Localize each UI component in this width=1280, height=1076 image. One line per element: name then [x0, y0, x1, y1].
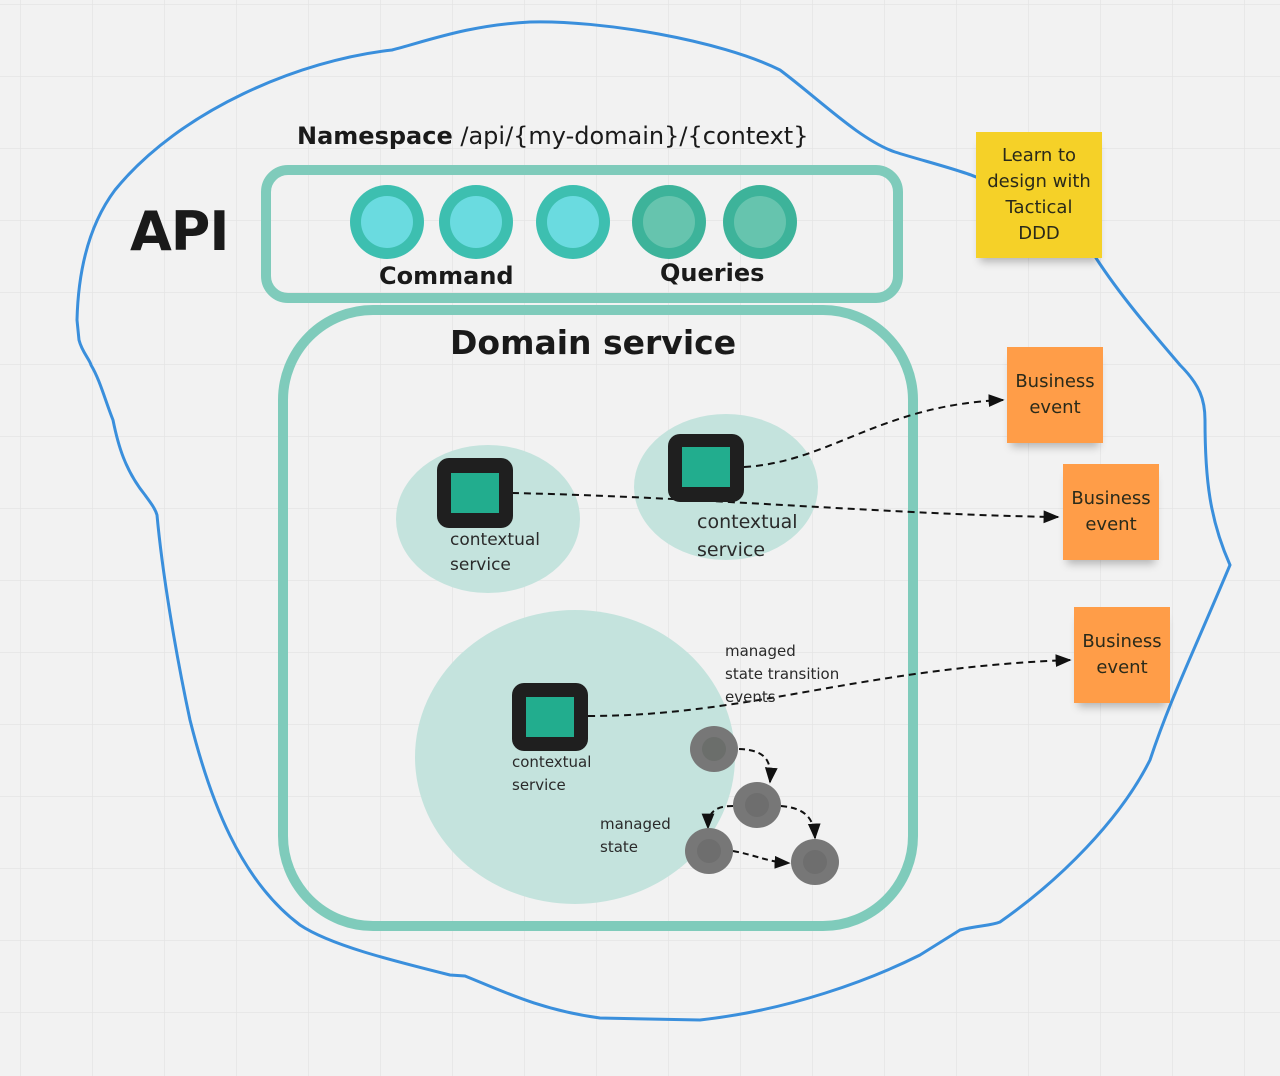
state-transition-arrow — [780, 805, 821, 840]
sticky-line: Learn to — [1001, 145, 1077, 166]
label-line: managed — [600, 815, 671, 833]
command-endpoint[interactable] — [536, 185, 610, 259]
label-line: service — [512, 776, 566, 794]
query-endpoint[interactable] — [632, 185, 706, 259]
sticky-note-business-event[interactable]: Business event — [1074, 607, 1170, 703]
state-node[interactable] — [690, 726, 738, 772]
contextual-service-box[interactable] — [668, 434, 744, 502]
sticky-line: event — [1085, 514, 1137, 535]
label-line: events — [725, 688, 776, 706]
context-bubble[interactable] — [415, 610, 735, 904]
transition-events-label: managed state transition events — [725, 640, 839, 709]
command-label: Command — [379, 262, 514, 290]
api-title: API — [130, 200, 229, 263]
namespace-path: /api/{my-domain}/{context} — [460, 122, 809, 150]
sticky-line: design with — [987, 171, 1091, 192]
state-transition-arrow — [701, 805, 734, 830]
sticky-line: Business — [1082, 631, 1162, 652]
contextual-service-label: contextual service — [450, 528, 540, 578]
domain-service-frame[interactable] — [278, 305, 918, 931]
sticky-note-business-event[interactable]: Business event — [1007, 347, 1103, 443]
label-line: state transition — [725, 665, 840, 683]
managed-state-label: managed state — [600, 813, 671, 859]
contextual-service-box[interactable] — [512, 683, 588, 751]
domain-service-title: Domain service — [450, 323, 737, 362]
label-line: service — [697, 539, 766, 561]
label-line: managed — [725, 642, 796, 660]
api-boundary-outline[interactable] — [75, 20, 1232, 1022]
namespace-label: Namespace /api/{my-domain}/{context} — [297, 122, 808, 150]
sticky-line: event — [1096, 657, 1148, 678]
endpoints-frame[interactable] — [261, 165, 903, 303]
sticky-note-business-event[interactable]: Business event — [1063, 464, 1159, 560]
command-endpoint[interactable] — [350, 185, 424, 259]
command-endpoint[interactable] — [439, 185, 513, 259]
queries-label: Queries — [660, 259, 765, 287]
sticky-note-learn-ddd[interactable]: Learn to design with Tactical DDD — [976, 132, 1102, 258]
label-line: contextual — [697, 511, 798, 533]
query-endpoint[interactable] — [723, 185, 797, 259]
namespace-keyword: Namespace — [297, 122, 453, 150]
state-node[interactable] — [733, 782, 781, 828]
contextual-service-label: contextual service — [512, 751, 591, 797]
label-line: service — [450, 555, 511, 575]
event-arrow — [511, 492, 1060, 524]
sticky-line: Business — [1071, 488, 1151, 509]
label-line: contextual — [450, 530, 540, 550]
sticky-line: DDD — [1018, 223, 1060, 244]
sticky-line: Business — [1015, 371, 1095, 392]
event-arrow — [743, 394, 1005, 468]
state-node[interactable] — [791, 839, 839, 885]
sticky-line: Tactical — [1005, 197, 1073, 218]
label-line: contextual — [512, 753, 592, 771]
label-line: state — [600, 838, 638, 856]
state-transition-arrow — [732, 850, 791, 869]
contextual-service-label: contextual service — [697, 508, 798, 564]
sticky-line: event — [1029, 397, 1081, 418]
state-transition-arrow — [738, 748, 778, 784]
state-node[interactable] — [685, 828, 733, 874]
event-arrow — [587, 654, 1072, 717]
contextual-service-box[interactable] — [437, 458, 513, 528]
